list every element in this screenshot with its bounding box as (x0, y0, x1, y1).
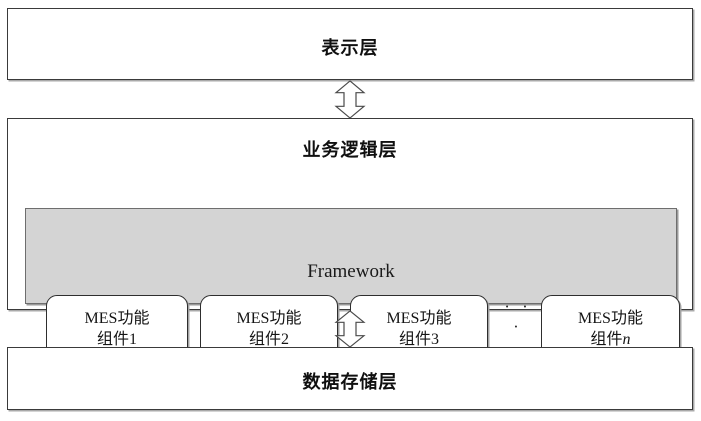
framework-label: Framework (307, 261, 395, 282)
components-ellipsis: · · · (504, 297, 532, 336)
mes-component-n-line2: 组件n (590, 329, 630, 350)
mes-component-3-prefix: 组件 (398, 331, 431, 348)
mes-component-3-line1: MES功能 (386, 309, 452, 327)
framework-box: Framework (25, 208, 677, 304)
business-logic-layer-box: 业务逻辑层 Framework · · · MES功能 组件1 MES功能 组件… (7, 118, 693, 363)
mes-component-2-line2: 组件2 (249, 329, 289, 350)
business-logic-layer-label: 业务逻辑层 (302, 140, 398, 161)
mes-component-n-line1: MES功能 (578, 309, 643, 327)
mes-component-n-index: n (622, 331, 631, 348)
mes-component-3-index: 3 (431, 331, 439, 348)
presentation-layer-box: 表示层 (7, 8, 693, 80)
data-storage-layer-label: 数据存储层 (302, 372, 398, 393)
mes-component-1-prefix: 组件 (96, 331, 129, 348)
data-storage-layer-box: 数据存储层 (7, 347, 693, 410)
mes-component-n-prefix: 组件 (590, 331, 623, 348)
mes-component-1-index: 1 (129, 331, 137, 348)
mes-component-2-prefix: 组件 (248, 331, 281, 348)
mes-component-1-line2: 组件1 (97, 329, 137, 350)
connector-presentation-to-business-arrow-icon (334, 80, 366, 119)
mes-component-2-line1: MES功能 (236, 309, 302, 327)
mes-component-2-index: 2 (281, 331, 289, 348)
presentation-layer-label: 表示层 (321, 38, 379, 59)
mes-component-1-line1: MES功能 (84, 309, 150, 327)
connector-business-to-data-arrow-icon (334, 310, 366, 348)
mes-component-3-line2: 组件3 (399, 329, 439, 350)
